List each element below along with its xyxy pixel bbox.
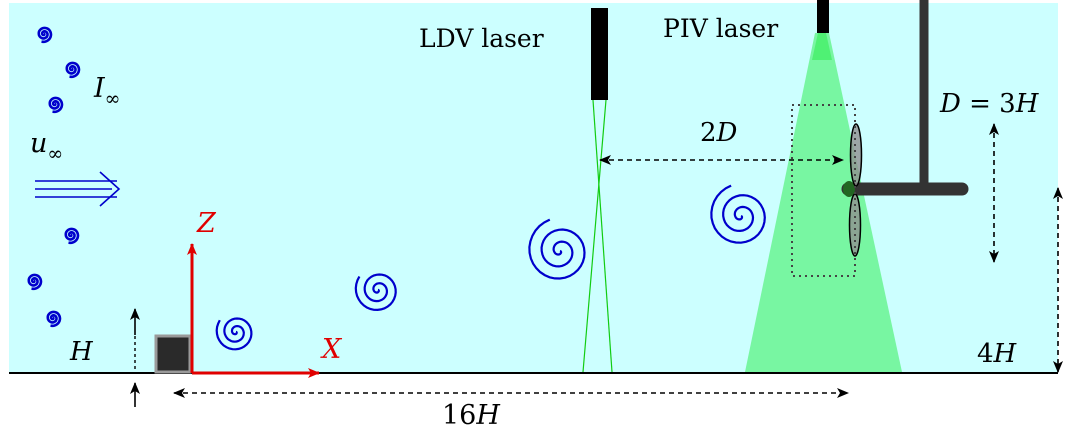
- eddy-spiral-1: [65, 61, 81, 79]
- turbulence-intensity-label: I∞: [93, 73, 121, 110]
- eddy-spiral-7: [354, 273, 397, 312]
- inflow-arrow: [35, 171, 121, 207]
- depth-label: 4H: [977, 339, 1018, 369]
- eddy-spiral-0: [37, 26, 53, 44]
- rotor-diameter-label: D = 3H: [939, 89, 1040, 119]
- piv-sheet-core: [812, 33, 832, 60]
- spacing-label: 2D: [700, 118, 738, 148]
- piv-laser-sheet: [745, 33, 902, 372]
- ldv-beam-1: [592, 99, 613, 373]
- eddy-spiral-2: [48, 96, 64, 114]
- obstacle-block: [154, 334, 192, 374]
- obstacle-height-label: H: [69, 337, 94, 367]
- piv-laser-label: PIV laser: [663, 14, 778, 43]
- piv-laser-head: [817, 0, 829, 33]
- eddy-spiral-6: [215, 317, 253, 351]
- ldv-beam-2: [582, 99, 607, 373]
- eddy-spiral-5: [46, 310, 62, 328]
- turbulence-eddies: [27, 26, 766, 351]
- eddy-spiral-8: [528, 218, 586, 280]
- z-axis-label: Z: [196, 208, 217, 239]
- turbine-hub: [843, 181, 855, 197]
- eddy-spiral-4: [27, 273, 43, 291]
- freestream-velocity-label: u∞: [30, 128, 63, 165]
- ldv-laser-label: LDV laser: [419, 24, 544, 53]
- eddy-spiral-3: [64, 227, 80, 245]
- x-axis-label: X: [320, 334, 343, 365]
- ldv-laser-head: [591, 8, 608, 100]
- eddy-spiral-9: [710, 184, 766, 244]
- distance-label: 16H: [442, 400, 500, 431]
- piv-window: [791, 104, 856, 277]
